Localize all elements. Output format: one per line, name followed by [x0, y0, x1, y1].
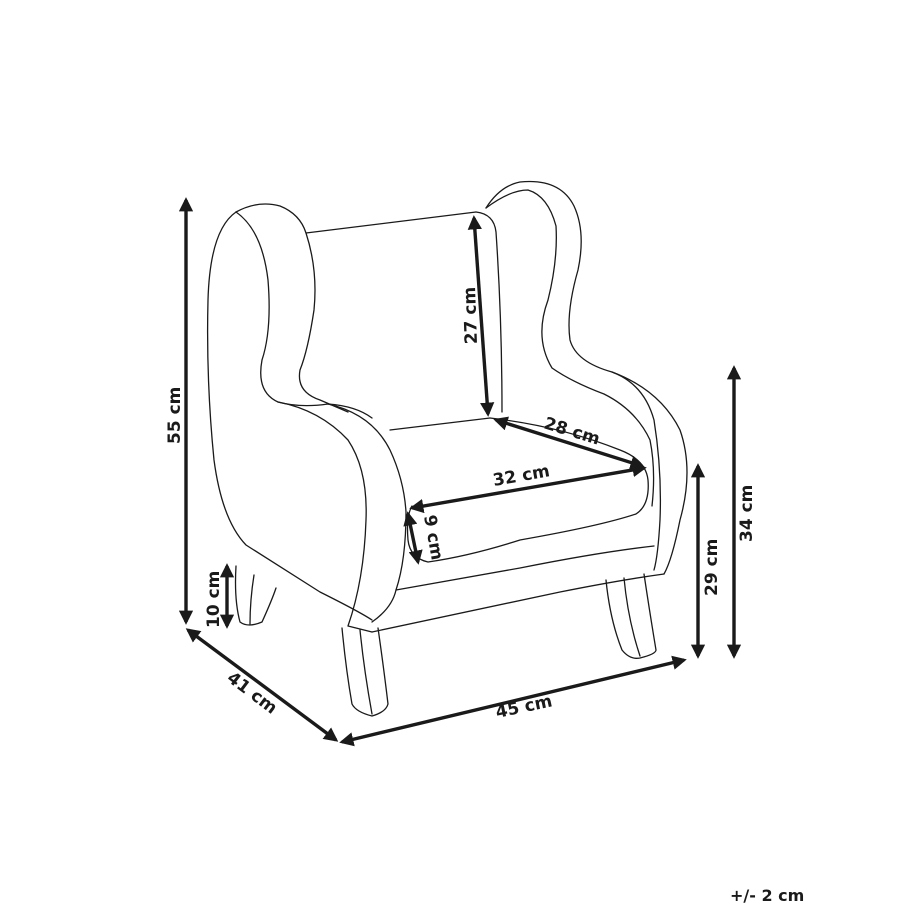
left-wing-top: [235, 203, 349, 413]
tolerance-note: +/- 2 cm: [730, 886, 805, 905]
label-seat-height: 29 cm: [702, 539, 722, 596]
seat-frame-bottom: [371, 573, 665, 633]
leg-front-left-detail: [359, 629, 373, 715]
leg-front-right-detail: [623, 577, 641, 657]
leg-back-left-detail: [249, 574, 255, 625]
dim-32-arrow: [409, 462, 647, 514]
seat-back-edge: [389, 417, 491, 431]
leg-back-left: [234, 565, 277, 626]
dim-45-arrow: [339, 655, 687, 747]
leg-front-right: [605, 573, 657, 659]
seat-frame-line: [395, 545, 655, 591]
dimension-labels: 55 cm 10 cm 27 cm 28 cm 32 cm 9 cm 29 cm…: [165, 286, 757, 722]
left-wing-outer: [206, 211, 373, 621]
left-wing-inner: [235, 211, 373, 419]
label-total-height: 55 cm: [165, 387, 185, 444]
right-wing-outer: [485, 180, 688, 575]
dimension-lines: [178, 197, 742, 747]
right-wing-inner: [485, 189, 655, 507]
label-backrest-height: 27 cm: [460, 286, 482, 344]
left-arm-inner: [327, 403, 407, 623]
dim-41-arrow: [185, 628, 339, 742]
label-leg-height: 10 cm: [204, 571, 224, 628]
label-cushion-thickness: 9 cm: [419, 513, 447, 561]
label-armrest-height: 34 cm: [737, 485, 757, 542]
dim-28-arrow: [493, 416, 645, 470]
chair-drawing: [206, 180, 688, 717]
right-arm-front: [611, 371, 662, 571]
dim-9-arrow: [403, 511, 423, 565]
left-arm-front: [277, 401, 373, 633]
backrest-top: [305, 211, 477, 234]
label-width: 45 cm: [494, 691, 554, 722]
dim-27-arrow: [467, 215, 495, 417]
